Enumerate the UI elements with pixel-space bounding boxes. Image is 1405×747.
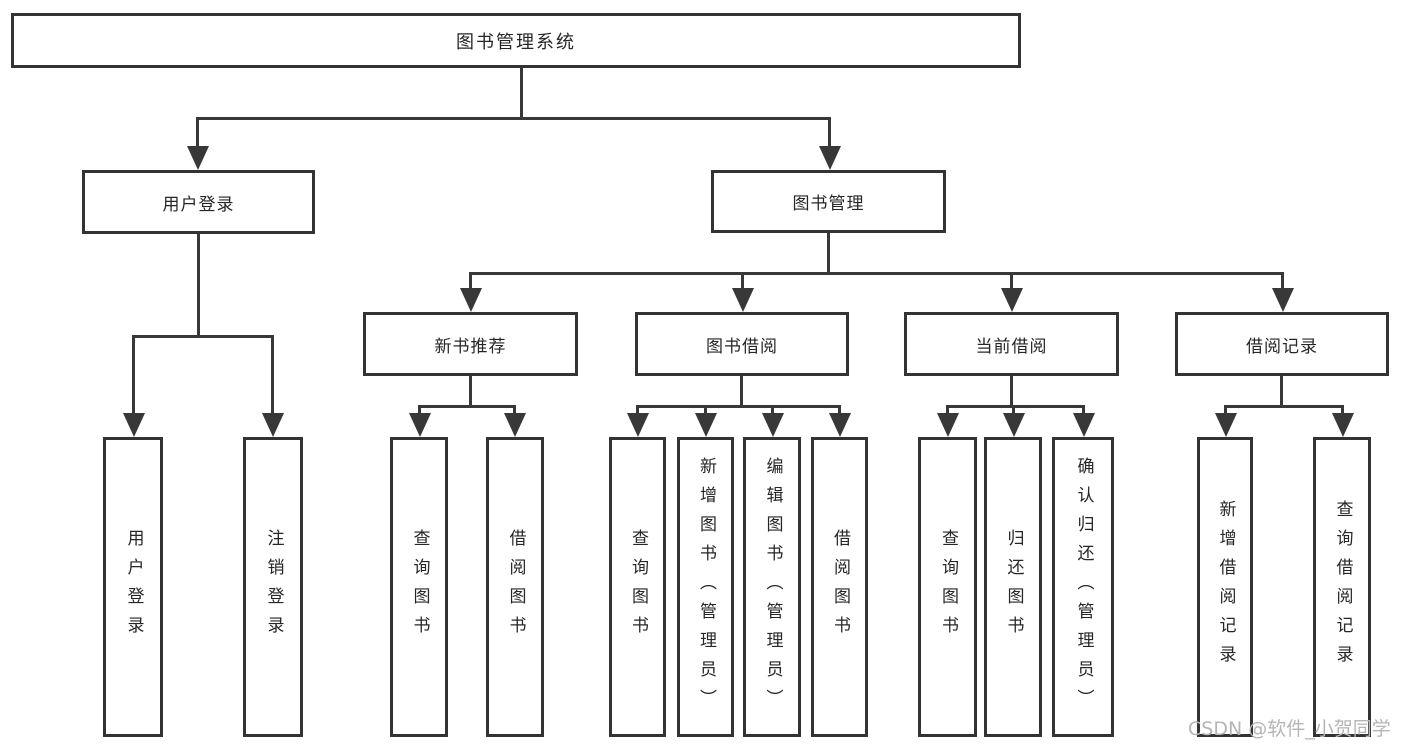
connector-line — [636, 405, 841, 408]
connector-line — [197, 117, 831, 120]
connector-arrow — [408, 405, 431, 437]
connector-arrow — [459, 272, 482, 312]
node-label: 查询图书 — [938, 529, 958, 645]
node-label: 借阅记录 — [1246, 336, 1318, 357]
node-user-login: 用户登录 — [82, 170, 315, 234]
connector-line — [469, 272, 1283, 275]
node-current-borrowing: 当前借阅 — [904, 312, 1119, 376]
leaf-current-query-books: 查询图书 — [918, 437, 977, 737]
leaf-records-add-record: 新增借阅记录 — [1197, 437, 1253, 737]
node-book-management: 图书管理 — [711, 170, 946, 233]
connector-arrow — [503, 405, 526, 437]
connector-line — [1280, 376, 1283, 408]
connector-arrow — [731, 272, 754, 312]
csdn-watermark: CSDN @软件_小贺同学 — [1188, 718, 1391, 740]
node-label: 查询借阅记录 — [1332, 500, 1353, 674]
connector-line — [132, 335, 274, 338]
node-label: 图书管理 — [792, 194, 865, 214]
connector-line — [1010, 376, 1013, 408]
connector-arrow — [1214, 405, 1237, 437]
node-new-book-recommend: 新书推荐 — [363, 312, 578, 376]
connector-arrow — [1072, 405, 1095, 437]
leaf-borrow-borrow-books: 借阅图书 — [811, 437, 868, 737]
node-label: 新书推荐 — [434, 336, 507, 357]
leaf-borrow-query-books: 查询图书 — [609, 437, 666, 737]
node-label: 图书借阅 — [706, 336, 778, 357]
leaf-logout: 注销登录 — [243, 437, 303, 737]
node-label: 注销登录 — [263, 529, 284, 645]
leaf-records-query-record: 查询借阅记录 — [1313, 437, 1371, 737]
connector-line — [418, 405, 516, 408]
node-label: 查询图书 — [409, 529, 430, 645]
node-borrowing-records: 借阅记录 — [1175, 312, 1389, 376]
node-label: 用户登录 — [123, 529, 144, 645]
node-label: 新增借阅记录 — [1215, 500, 1236, 674]
connector-arrow — [818, 117, 841, 170]
node-label: 新增图书（管理员） — [696, 456, 716, 718]
node-label: 用户登录 — [162, 194, 235, 215]
node-book-borrowing: 图书借阅 — [635, 312, 849, 376]
connector-arrow — [261, 335, 284, 437]
leaf-newbook-borrow-books: 借阅图书 — [486, 437, 544, 737]
connector-line — [469, 376, 472, 408]
node-label: 确认归还（管理员） — [1073, 456, 1094, 718]
leaf-borrow-add-books-admin: 新增图书（管理员） — [677, 437, 734, 737]
leaf-current-confirm-return-admin: 确认归还（管理员） — [1052, 437, 1114, 737]
connector-arrow — [761, 405, 784, 437]
connector-line — [520, 68, 523, 117]
connector-line — [197, 234, 200, 335]
connector-arrow — [1002, 405, 1025, 437]
node-label: 当前借阅 — [975, 336, 1048, 357]
node-label: 图书管理系统 — [456, 31, 576, 53]
connector-line — [1224, 405, 1343, 408]
connector-arrow — [1000, 272, 1023, 312]
connector-line — [740, 376, 743, 408]
connector-arrow — [828, 405, 851, 437]
leaf-user-login: 用户登录 — [103, 437, 163, 737]
connector-arrow — [694, 405, 717, 437]
node-library-management-system: 图书管理系统 — [11, 13, 1021, 68]
connector-line — [946, 405, 1085, 408]
connector-arrow — [936, 405, 959, 437]
leaf-borrow-edit-books-admin: 编辑图书（管理员） — [743, 437, 801, 737]
node-label: 借阅图书 — [830, 529, 850, 645]
leaf-newbook-query-books: 查询图书 — [390, 437, 448, 737]
node-label: 借阅图书 — [505, 529, 526, 645]
connector-line — [827, 233, 830, 275]
connector-arrow — [626, 405, 649, 437]
node-label: 查询图书 — [628, 529, 648, 645]
leaf-current-return-books: 归还图书 — [984, 437, 1042, 737]
node-label: 编辑图书（管理员） — [762, 456, 783, 718]
node-label: 归还图书 — [1003, 529, 1024, 645]
connector-arrow — [122, 335, 145, 437]
connector-arrow — [1331, 405, 1354, 437]
connector-arrow — [186, 117, 209, 170]
connector-arrow — [1271, 272, 1294, 312]
